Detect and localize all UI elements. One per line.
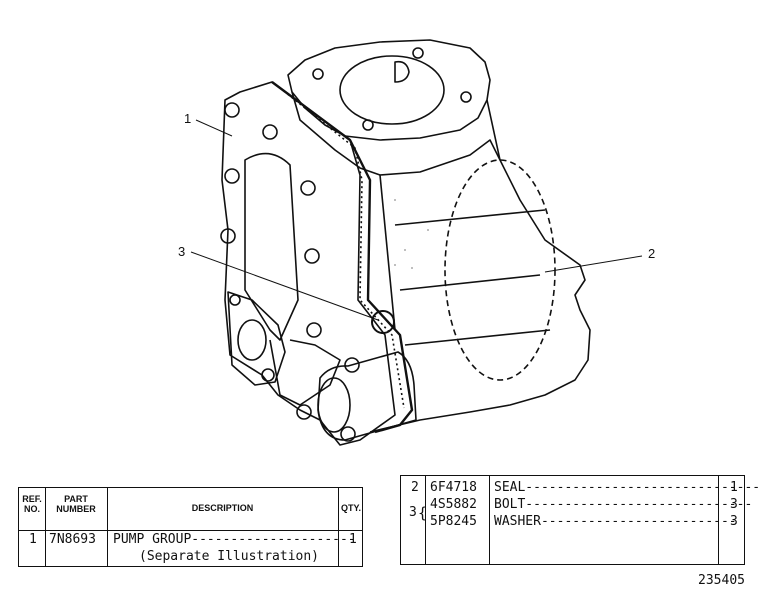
cover-plate: [221, 81, 396, 446]
row3-desc: BOLT-----------------------------: [494, 497, 753, 512]
row1-part: 7N8693: [49, 532, 96, 547]
row1-ref: 1: [29, 532, 37, 547]
row2-desc: SEAL------------------------------: [494, 480, 761, 495]
leader-2: [544, 255, 643, 273]
flange-opening: [339, 55, 445, 125]
row1-desc: PUMP GROUP---------------------: [113, 532, 356, 547]
leader-3: [190, 251, 379, 321]
row3-ref: 3: [409, 505, 417, 520]
top-flange: [287, 39, 491, 141]
parts-table-left: REF. NO. PART NUMBER DESCRIPTION QTY. 1 …: [18, 487, 363, 567]
row4-qty: 3: [730, 514, 738, 529]
leader-1: [195, 119, 233, 137]
parts-table-right: 2 6F4718 SEAL---------------------------…: [400, 475, 760, 565]
seal-outline: [444, 159, 556, 381]
callout-1: 1: [184, 111, 192, 126]
header-ref-no: REF. NO.: [22, 494, 42, 514]
figure-number: 235405: [698, 573, 745, 588]
row4-desc: WASHER-------------------------: [494, 514, 737, 529]
pump-housing-drawing: [190, 39, 643, 446]
row3-qty: 3: [730, 497, 738, 512]
callout-2: 2: [648, 246, 656, 261]
row2-ref: 2: [411, 480, 419, 495]
row1-desc-line2: (Separate Illustration): [139, 549, 320, 564]
header-part-number: PART NUMBER: [56, 494, 96, 514]
mount-plate: [227, 291, 286, 386]
row2-qty: 1: [730, 480, 738, 495]
row3-brace: {: [418, 504, 428, 522]
row3-part: 4S5882: [430, 497, 477, 512]
header-description: DESCRIPTION: [191, 503, 254, 513]
row2-part: 6F4718: [430, 480, 477, 495]
callout-3: 3: [178, 244, 186, 259]
row1-qty: 1: [349, 532, 357, 547]
header-qty: QTY.: [340, 503, 361, 513]
housing-body: [291, 91, 591, 433]
bolt-ref3: [371, 310, 395, 334]
gasket: [271, 81, 414, 434]
pump-cylinder: [317, 351, 417, 441]
cover-bolts: [220, 102, 360, 442]
row4-part: 5P8245: [430, 514, 477, 529]
